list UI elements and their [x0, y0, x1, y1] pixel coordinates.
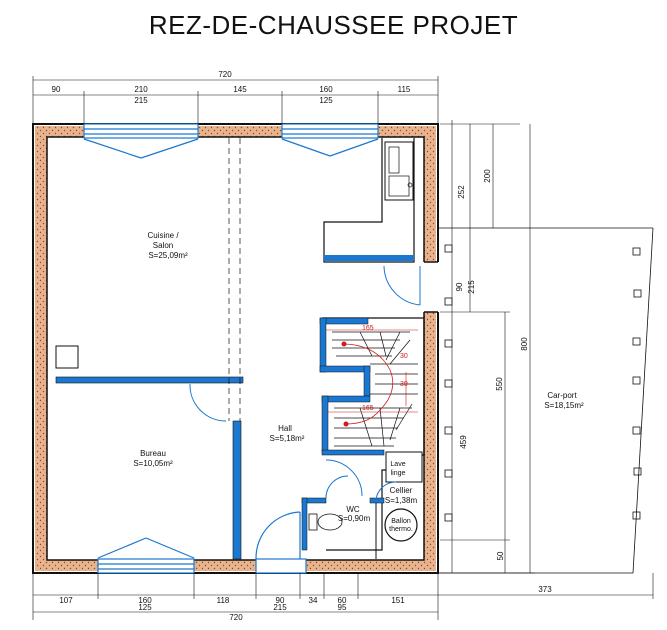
dim-bot-34: 34: [309, 596, 318, 605]
room-wc-area: S=0,90m: [338, 514, 371, 523]
dim-right-200: 200: [483, 169, 492, 183]
dim-right-459: 459: [459, 435, 468, 449]
dim-bot-215: 215: [273, 603, 287, 612]
dim-top-215: 215: [134, 96, 148, 105]
dim-bot-151: 151: [391, 596, 405, 605]
carport-area: S=18,15m²: [544, 401, 584, 410]
carport-label: Car-port: [547, 391, 577, 400]
dim-top-210: 210: [134, 85, 148, 94]
stair-dim-165-upper: 165: [362, 325, 374, 332]
room-cellier-area: S=1,38m: [385, 496, 418, 505]
stair-dim-30-lower: 30: [400, 381, 408, 388]
room-labels: Cuisine / Salon S=25,09m² Bureau S=10,05…: [133, 231, 584, 533]
lave-linge-label-1: Lave: [390, 461, 405, 468]
dimension-labels: 720 90 210 215 145 160 125 115 107 160 1…: [52, 70, 553, 622]
dim-top-125: 125: [319, 96, 333, 105]
interior-walls: [55, 138, 425, 560]
dim-right-550: 550: [495, 377, 504, 391]
dim-top-90: 90: [52, 85, 61, 94]
door-swings: [189, 265, 421, 501]
stair-dim-165-lower: 165: [362, 405, 374, 412]
ballon-thermo-label-1: Ballon: [391, 518, 411, 525]
dim-bot-373: 373: [538, 585, 552, 594]
dim-bot-60: 60: [338, 596, 347, 605]
room-hall-area: S=5,18m²: [270, 434, 305, 443]
dim-bot-107: 107: [59, 596, 73, 605]
room-cuisine-area: S=25,09m²: [148, 251, 188, 260]
dim-top-160: 160: [319, 85, 333, 94]
room-bureau-area: S=10,05m²: [133, 459, 173, 468]
room-cuisine-label-1: Cuisine /: [147, 231, 179, 240]
dim-right-90: 90: [455, 282, 464, 291]
dimension-lines: [32, 76, 654, 620]
room-bureau-label: Bureau: [140, 449, 166, 458]
stair-dim-30-upper: 30: [400, 353, 408, 360]
dim-right-215: 215: [467, 280, 476, 294]
dim-top-total: 720: [218, 70, 232, 79]
room-hall-label: Hall: [278, 424, 292, 433]
page-title: REZ-DE-CHAUSSEE PROJET: [148, 10, 519, 40]
dim-top-145: 145: [233, 85, 247, 94]
dim-bot-118: 118: [217, 596, 230, 605]
room-wc-label: WC: [346, 505, 360, 514]
dim-bot-total: 720: [229, 613, 243, 622]
room-cellier-label: Cellier: [390, 486, 413, 495]
room-cuisine-label-2: Salon: [153, 241, 173, 250]
dim-top-115: 115: [398, 85, 411, 94]
staircase: [326, 329, 418, 447]
windows: [83, 123, 379, 574]
dim-bot-95: 95: [338, 603, 347, 612]
ballon-thermo-label-2: thermo.: [389, 526, 413, 533]
dim-right-800: 800: [520, 337, 529, 351]
dim-bot-125: 125: [138, 603, 152, 612]
lave-linge-label-2: linge: [391, 470, 406, 477]
dim-bot-90: 90: [276, 596, 285, 605]
dim-right-50: 50: [496, 551, 505, 560]
exterior-walls: [32, 123, 440, 574]
dim-bot-160: 160: [138, 596, 152, 605]
dim-right-252: 252: [457, 185, 466, 199]
